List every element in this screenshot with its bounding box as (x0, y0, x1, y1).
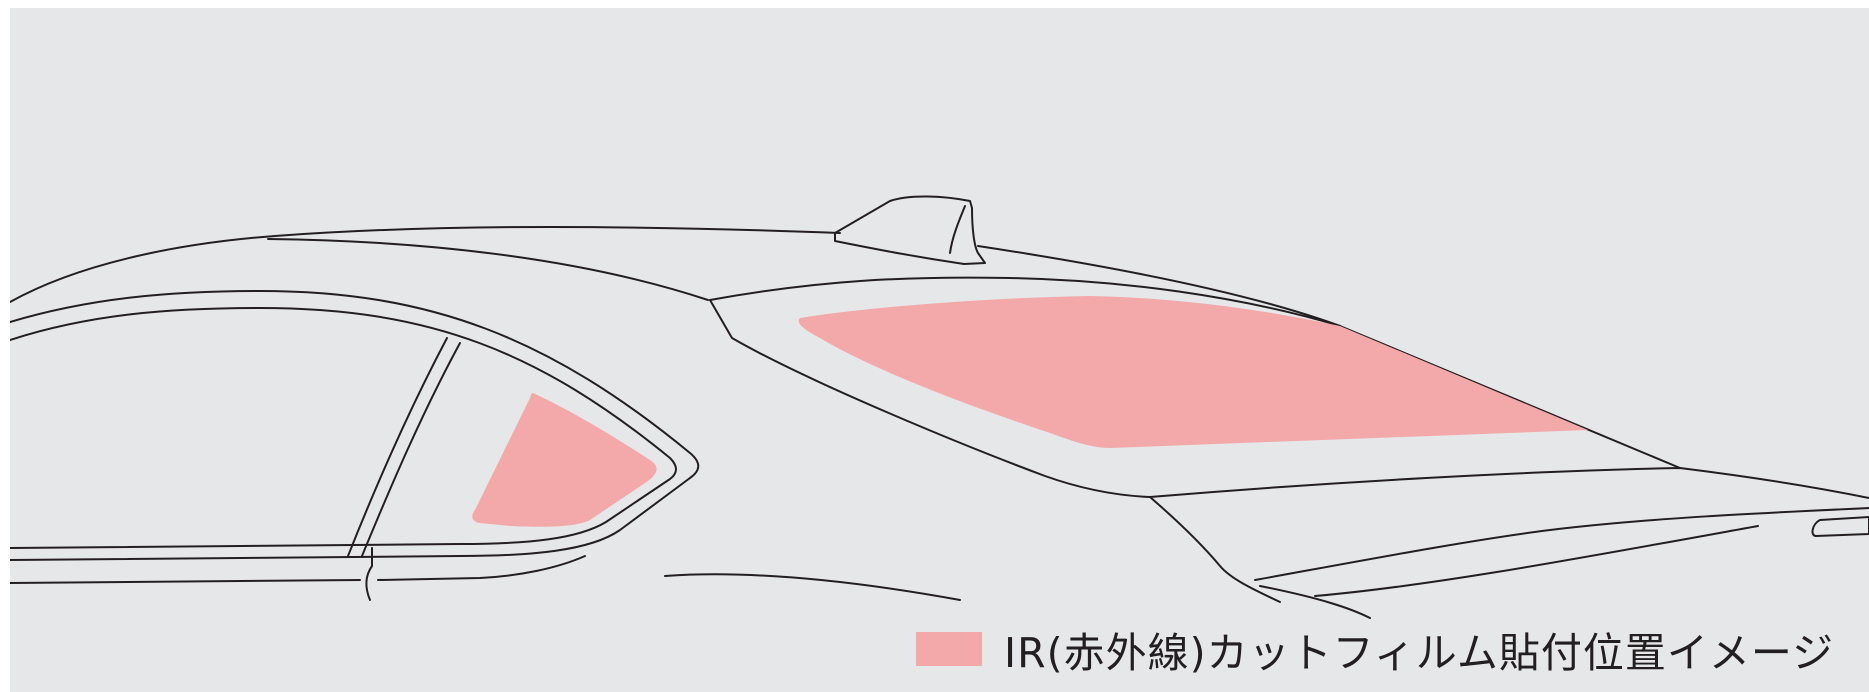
legend: IR(赤外線)カットフィルム貼付位置イメージ (916, 620, 1834, 678)
ir-film-quarter-window (472, 393, 657, 527)
ir-film-swatch-icon (916, 632, 982, 666)
ir-film-rear-windshield (798, 296, 1588, 448)
diagram-canvas: IR(赤外線)カットフィルム貼付位置イメージ (10, 8, 1869, 692)
trunk-line (1149, 467, 1869, 499)
quarter-line (664, 573, 961, 601)
b-pillar-rear (361, 342, 461, 557)
b-pillar-base (365, 547, 373, 601)
trunk-fold (1149, 496, 1281, 603)
window-frame-outer (10, 290, 700, 561)
antenna-detail (949, 205, 966, 254)
window-frame-inner (10, 307, 677, 549)
roof-line (10, 226, 841, 303)
roof-inner-line (267, 238, 709, 301)
rear-body-line-3 (1314, 525, 1759, 597)
belt-line-lower-2 (377, 555, 586, 581)
rear-body-line-2 (1259, 585, 1371, 619)
car-rear-outline-icon (10, 195, 1869, 619)
belt-line-lower (10, 579, 361, 584)
legend-label: IR(赤外線)カットフィルム貼付位置イメージ (1004, 629, 1835, 677)
rear-windshield-frame (709, 276, 1341, 327)
antenna-icon (834, 195, 986, 265)
roof-rear-line (977, 245, 1681, 469)
b-pillar-front (347, 337, 448, 557)
tail-light-outline (1811, 516, 1869, 537)
rear-windshield-inner (709, 299, 1151, 498)
rear-body-line-1 (1254, 507, 1869, 581)
